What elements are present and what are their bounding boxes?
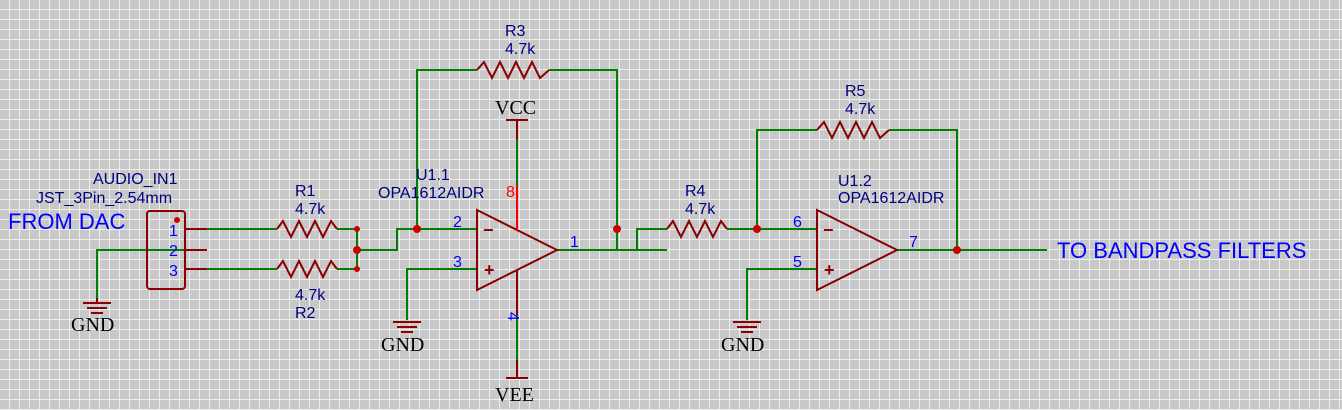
u1-2-pin-out: 7 — [909, 234, 918, 251]
r2-ref: R2 — [295, 305, 316, 322]
resistor-r3-icon — [476, 59, 550, 81]
u1-1-ref: U1.1 — [416, 167, 450, 184]
r5-ref: R5 — [845, 83, 866, 100]
connector-pin1-marker-icon — [174, 217, 180, 223]
u1-1-pin-vcc: 8 — [506, 184, 515, 201]
vee-label: VEE — [495, 384, 534, 406]
vcc-label: VCC — [495, 97, 536, 119]
wire-r5-left — [756, 129, 817, 229]
power-vee: VEE — [495, 360, 534, 406]
u1-1-pin-plus: 3 — [453, 254, 462, 271]
connector-ref: AUDIO_IN1 — [93, 171, 178, 188]
u1-1-pin-minus: 2 — [453, 214, 462, 231]
net-label-output: TO BANDPASS FILTERS — [1057, 238, 1306, 263]
u1-1-pin-vee: 4 — [504, 312, 521, 321]
power-vcc: VCC — [495, 97, 536, 140]
resistor-r5: R5 4.7k — [816, 83, 890, 141]
wire-r5-right — [889, 129, 958, 250]
u1-1-value: OPA1612AIDR — [378, 185, 484, 202]
wire-r3-left — [416, 69, 477, 229]
wire-merge-u1-inv — [357, 228, 477, 251]
u1-2-ref: U1.2 — [838, 173, 872, 190]
u1-2-minus-sign: − — [823, 220, 834, 240]
resistor-r5-icon — [816, 119, 890, 141]
junction-r2-end — [354, 266, 360, 272]
resistor-r4-icon — [666, 218, 728, 240]
junctions — [353, 225, 961, 272]
wire-r3-right — [549, 69, 618, 250]
ground-u1-1: GND — [381, 321, 424, 356]
r2-value: 4.7k — [295, 287, 326, 304]
junction-u1-out — [613, 225, 621, 233]
u1-2-value: OPA1612AIDR — [838, 190, 944, 207]
r3-value: 4.7k — [505, 41, 536, 58]
junction-u2-inv — [753, 225, 761, 233]
connector-pin3-number: 3 — [169, 263, 178, 280]
gnd3-label: GND — [721, 334, 764, 356]
wire-u2-noninv-gnd — [746, 268, 817, 320]
connector-value: JST_3Pin_2.54mm — [36, 190, 172, 207]
wire-out-r4-in — [617, 228, 667, 251]
junction-u1-inv — [413, 225, 421, 233]
resistor-r1: R1 4.7k — [276, 183, 338, 240]
connector-pin2-number: 2 — [169, 243, 178, 260]
junction-r1-r2 — [353, 246, 361, 254]
opamp-u1-1: − + 2 3 1 8 4 U1.1 OPA1612AIDR — [378, 167, 579, 321]
wire-pin2-gnd — [96, 249, 185, 300]
u1-2-plus-sign: + — [824, 260, 835, 280]
resistor-r3: R3 4.7k — [476, 23, 550, 81]
r5-value: 4.7k — [845, 101, 876, 118]
gnd2-label: GND — [381, 334, 424, 356]
u1-1-minus-sign: − — [483, 220, 494, 240]
ground-connector: GND — [71, 298, 114, 336]
u1-2-pin-plus: 5 — [793, 254, 802, 271]
opamp-u1-2-triangle-icon — [816, 208, 900, 292]
u1-1-plus-sign: + — [484, 260, 495, 280]
ground-u1-2: GND — [721, 321, 764, 356]
resistor-r4: R4 4.7k — [666, 183, 728, 240]
r1-ref: R1 — [295, 183, 316, 200]
u1-1-pin-out: 1 — [570, 234, 579, 251]
junction-r1-end — [354, 226, 360, 232]
connector-pin1-number: 1 — [169, 223, 178, 240]
u1-2-pin-minus: 6 — [793, 214, 802, 231]
resistor-r1-icon — [276, 218, 338, 240]
gnd1-label: GND — [71, 314, 114, 336]
net-label-input: FROM DAC — [8, 209, 125, 234]
resistor-r2: 4.7k R2 — [276, 258, 338, 322]
r1-value: 4.7k — [295, 201, 326, 218]
r3-ref: R3 — [505, 23, 526, 40]
wires — [96, 69, 1047, 375]
r4-ref: R4 — [685, 183, 706, 200]
opamp-u1-2: − + 6 5 7 U1.2 OPA1612AIDR — [793, 173, 944, 292]
r4-value: 4.7k — [685, 201, 716, 218]
junction-u2-out — [953, 246, 961, 254]
wire-u1-noninv-gnd — [406, 268, 477, 320]
connector-audio-in: 1 2 3 AUDIO_IN1 JST_3Pin_2.54mm — [36, 171, 207, 290]
resistor-r2-icon — [276, 258, 338, 280]
